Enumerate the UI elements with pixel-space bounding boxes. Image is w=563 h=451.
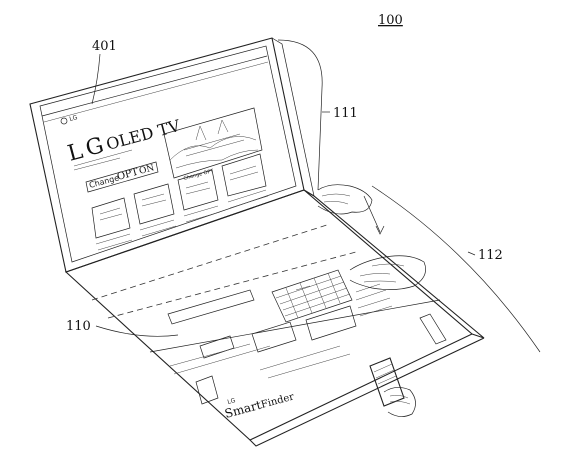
brand-letter-l: L: [65, 139, 86, 167]
side-button: [419, 313, 447, 345]
phone-device: [369, 357, 405, 407]
footer-brand: LG: [227, 397, 237, 406]
hero-image: [163, 107, 263, 179]
screen-leader-line: [91, 53, 101, 105]
side-slot: [195, 375, 219, 405]
change-option-button: Change OPT ON: [85, 161, 159, 193]
headline-title: OLED TV: [104, 116, 182, 154]
base-ref-label: 110: [66, 319, 91, 334]
upper-panel-bracket: [277, 39, 323, 191]
thumb-3: [305, 305, 357, 341]
footer-subtitle: Finder: [260, 391, 296, 410]
device-ref-label: 100: [378, 13, 403, 28]
virtual-keyboard: [271, 269, 353, 323]
thumb-1: [199, 335, 235, 359]
upper-display-panel: [29, 37, 315, 273]
screen-ref-label: 401: [92, 39, 117, 54]
option-tail-label: ON: [138, 163, 155, 177]
thumb-2: [251, 321, 297, 353]
lower-hand-icon: [349, 255, 426, 290]
lower-panel-leader: [467, 251, 476, 256]
logo-icon: [60, 117, 68, 125]
option-label: OPT: [116, 167, 140, 183]
lower-panel-bracket: [371, 185, 541, 353]
lower-panel-ref-label: 112: [478, 248, 503, 263]
header-brand: LG: [69, 114, 79, 123]
upper-panel-ref-label: 111: [333, 106, 358, 121]
phone-hand-icon: [383, 387, 416, 417]
search-bar: [167, 289, 255, 325]
base-leader-line: [95, 325, 179, 337]
screen-content: LG L G OLED TV Change OPT ON Change OPT: [60, 107, 269, 251]
upper-hand-icon: [317, 184, 385, 235]
brand-letter-g: G: [83, 133, 106, 162]
lower-panel: LG Smart Finder: [64, 189, 485, 447]
product-tiles: Change OPT: [91, 153, 269, 251]
